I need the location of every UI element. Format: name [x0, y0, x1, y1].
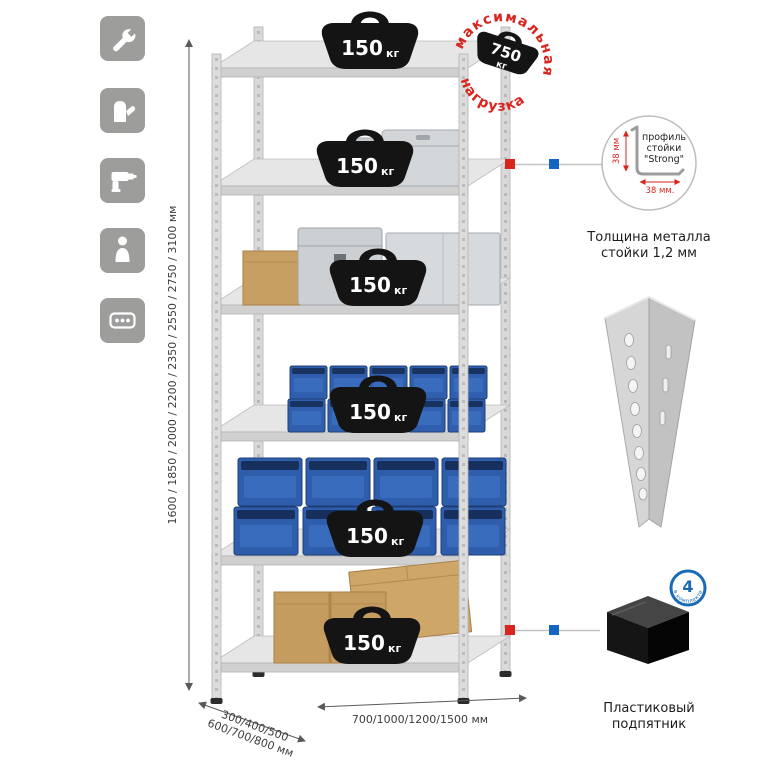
foot-caption-line2: подпятник — [612, 717, 686, 732]
width-dimension: 700/1000/1200/1500 мм — [317, 694, 527, 726]
foot-callout: 4 в комплекте Пластиковый подпятник — [505, 569, 707, 732]
shelf-load-value: 150 — [343, 631, 385, 655]
connector-blue-square — [549, 159, 559, 169]
wrench-icon — [100, 16, 145, 61]
shelf-load-weight-3: 150 кг — [329, 248, 427, 306]
profile-caption-line2: стойки 1,2 мм — [601, 246, 697, 261]
stamp-weight-unit: кг — [495, 59, 509, 72]
included-count-badge: 4 в комплекте — [669, 569, 707, 607]
shelf-load-value: 150 — [349, 273, 391, 297]
shelf-load-value: 150 — [346, 524, 388, 548]
profile-label-line3: "Strong" — [644, 154, 684, 165]
shelf-load-unit: кг — [388, 642, 401, 655]
height-dimension: 1600 / 1850 / 2000 / 2200 / 2350 / 2550 … — [166, 39, 193, 691]
work-gloves-icon — [100, 88, 145, 133]
shelf-load-weight-5: 150 кг — [326, 499, 424, 557]
profile-dim-horizontal: 38 мм. — [645, 186, 674, 196]
depth-dimension: 300/400/500 600/700/800 мм — [198, 701, 306, 760]
height-dimension-label: 1600 / 1850 / 2000 / 2200 / 2350 / 2550 … — [166, 206, 179, 525]
shelf-load-value: 150 — [349, 400, 391, 424]
shelf-load-weight-6: 150 кг — [323, 606, 421, 664]
perforated-profile-icon — [100, 298, 145, 343]
plastic-foot-image — [607, 596, 689, 664]
shelf-load-unit: кг — [381, 165, 394, 178]
shelf-load-weight-1: 150 кг — [321, 11, 419, 69]
badge-value: 4 — [682, 577, 693, 596]
shelf-load-weight-2: 150 кг — [316, 129, 414, 187]
shelf-load-unit: кг — [394, 284, 407, 297]
shelf-load-unit: кг — [391, 535, 404, 548]
connector-blue-square — [549, 625, 559, 635]
profile-label-line1: профиль — [642, 132, 686, 143]
strong-profile-drawing — [630, 125, 685, 176]
foot-caption-line1: Пластиковый — [603, 701, 694, 716]
shelf-load-unit: кг — [394, 411, 407, 424]
drill-icon — [100, 158, 145, 203]
width-dimension-label: 700/1000/1200/1500 мм — [352, 713, 488, 726]
profile-dim-vertical: 38 мм — [612, 138, 622, 164]
person-icon — [100, 228, 145, 273]
post-profile-callout: 38 мм 38 мм. профиль стойки "Strong" Тол… — [505, 115, 711, 261]
connector-red-square — [505, 159, 515, 169]
connector-red-square — [505, 625, 515, 635]
profile-caption-line1: Толщина металла — [586, 230, 710, 245]
shelf-load-value: 150 — [341, 36, 383, 60]
rack-front-posts — [210, 53, 470, 704]
shelf-load-weight-4: 150 кг — [329, 375, 427, 433]
profile-label-line2: стойки — [647, 143, 682, 154]
shelf-load-value: 150 — [336, 154, 378, 178]
feature-icons-sidebar — [100, 16, 145, 343]
shelf-load-unit: кг — [386, 47, 399, 60]
upright-post-image — [604, 295, 696, 528]
